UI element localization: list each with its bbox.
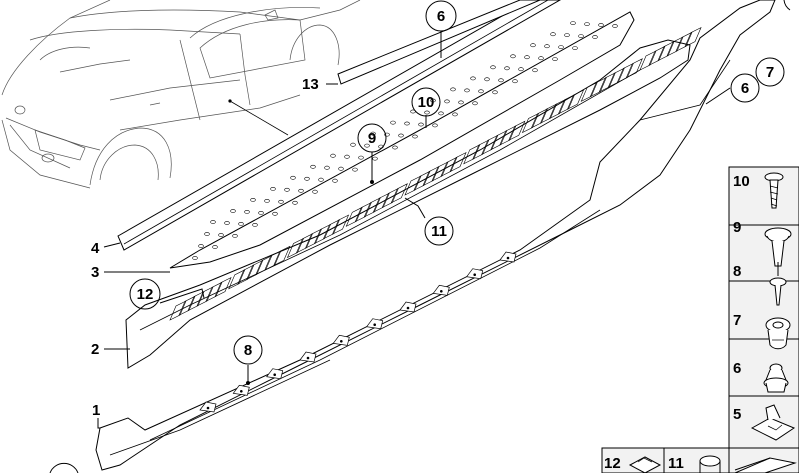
wedge-part-icon <box>734 457 797 473</box>
legend-item-7[interactable]: 7 <box>733 312 791 350</box>
svg-text:12: 12 <box>604 455 621 472</box>
callout-10[interactable]: 10 <box>411 87 441 117</box>
part-1-side-skirt <box>95 0 776 471</box>
svg-text:6: 6 <box>733 360 741 377</box>
callout-9[interactable]: 9 <box>357 123 387 153</box>
svg-text:10: 10 <box>733 173 750 190</box>
legend-item-5[interactable]: 5 <box>733 404 796 441</box>
callout-6-top[interactable]: 6 <box>425 0 457 32</box>
callout-4[interactable]: 4 <box>91 240 100 257</box>
svg-text:11: 11 <box>431 223 447 240</box>
legend-item-11[interactable]: 11 <box>668 455 721 473</box>
legend-item-10[interactable]: 10 <box>733 172 784 209</box>
callout-6-right[interactable]: 6 <box>730 73 760 103</box>
carrier-mesh <box>169 26 702 321</box>
callout-partial-top-right <box>783 0 791 11</box>
skirt-clips-row <box>199 251 517 413</box>
svg-text:2: 2 <box>91 341 99 358</box>
svg-text:13: 13 <box>302 76 319 93</box>
fastener-legend: 10 9 8 7 <box>601 166 799 473</box>
legend-item-12[interactable]: 12 <box>604 455 662 473</box>
svg-text:1: 1 <box>92 402 100 419</box>
part-13-strip <box>337 0 541 85</box>
callout-11[interactable]: 11 <box>424 216 454 246</box>
callout-13[interactable]: 13 <box>302 76 319 93</box>
clip-nut-icon <box>763 363 789 393</box>
svg-text:9: 9 <box>733 219 741 236</box>
callout-2[interactable]: 2 <box>91 341 99 358</box>
pin-rivet-icon <box>769 262 787 306</box>
bracket-clip-icon <box>750 404 796 441</box>
svg-text:12: 12 <box>137 286 154 303</box>
svg-text:10: 10 <box>418 94 435 111</box>
callout-7[interactable]: 7 <box>755 57 785 87</box>
callout-partial-bottom <box>49 462 79 473</box>
car-leader-line <box>229 100 289 136</box>
push-rivet-icon <box>764 227 792 267</box>
part-4-trim-strip <box>117 0 562 251</box>
svg-text:5: 5 <box>733 406 741 423</box>
part-2-carrier-rail <box>125 26 702 369</box>
part-3-step-plate <box>169 11 635 269</box>
leader-lines <box>97 31 731 429</box>
svg-text:9: 9 <box>368 130 376 147</box>
svg-text:8: 8 <box>244 342 252 359</box>
callout-3[interactable]: 3 <box>91 264 99 281</box>
callout-1[interactable]: 1 <box>92 402 100 419</box>
car-leader-dot <box>228 99 232 103</box>
svg-text:4: 4 <box>91 240 100 257</box>
spring-nut-icon <box>628 456 662 473</box>
svg-text:6: 6 <box>437 8 445 25</box>
svg-text:7: 7 <box>733 312 741 329</box>
grommet-icon <box>765 317 791 350</box>
legend-item-6[interactable]: 6 <box>733 360 789 393</box>
callout-12[interactable]: 12 <box>129 278 161 310</box>
svg-text:7: 7 <box>766 64 774 81</box>
hex-nut-icon <box>699 455 721 473</box>
svg-text:3: 3 <box>91 264 99 281</box>
car-outline <box>1 0 361 189</box>
step-plate-holes <box>192 21 618 260</box>
legend-item-8[interactable]: 8 <box>733 262 787 306</box>
callout-8[interactable]: 8 <box>233 335 263 365</box>
svg-text:6: 6 <box>741 80 749 97</box>
svg-text:11: 11 <box>668 455 684 472</box>
legend-item-9[interactable]: 9 <box>733 219 792 267</box>
svg-text:8: 8 <box>733 263 741 280</box>
screw-icon <box>764 172 784 209</box>
